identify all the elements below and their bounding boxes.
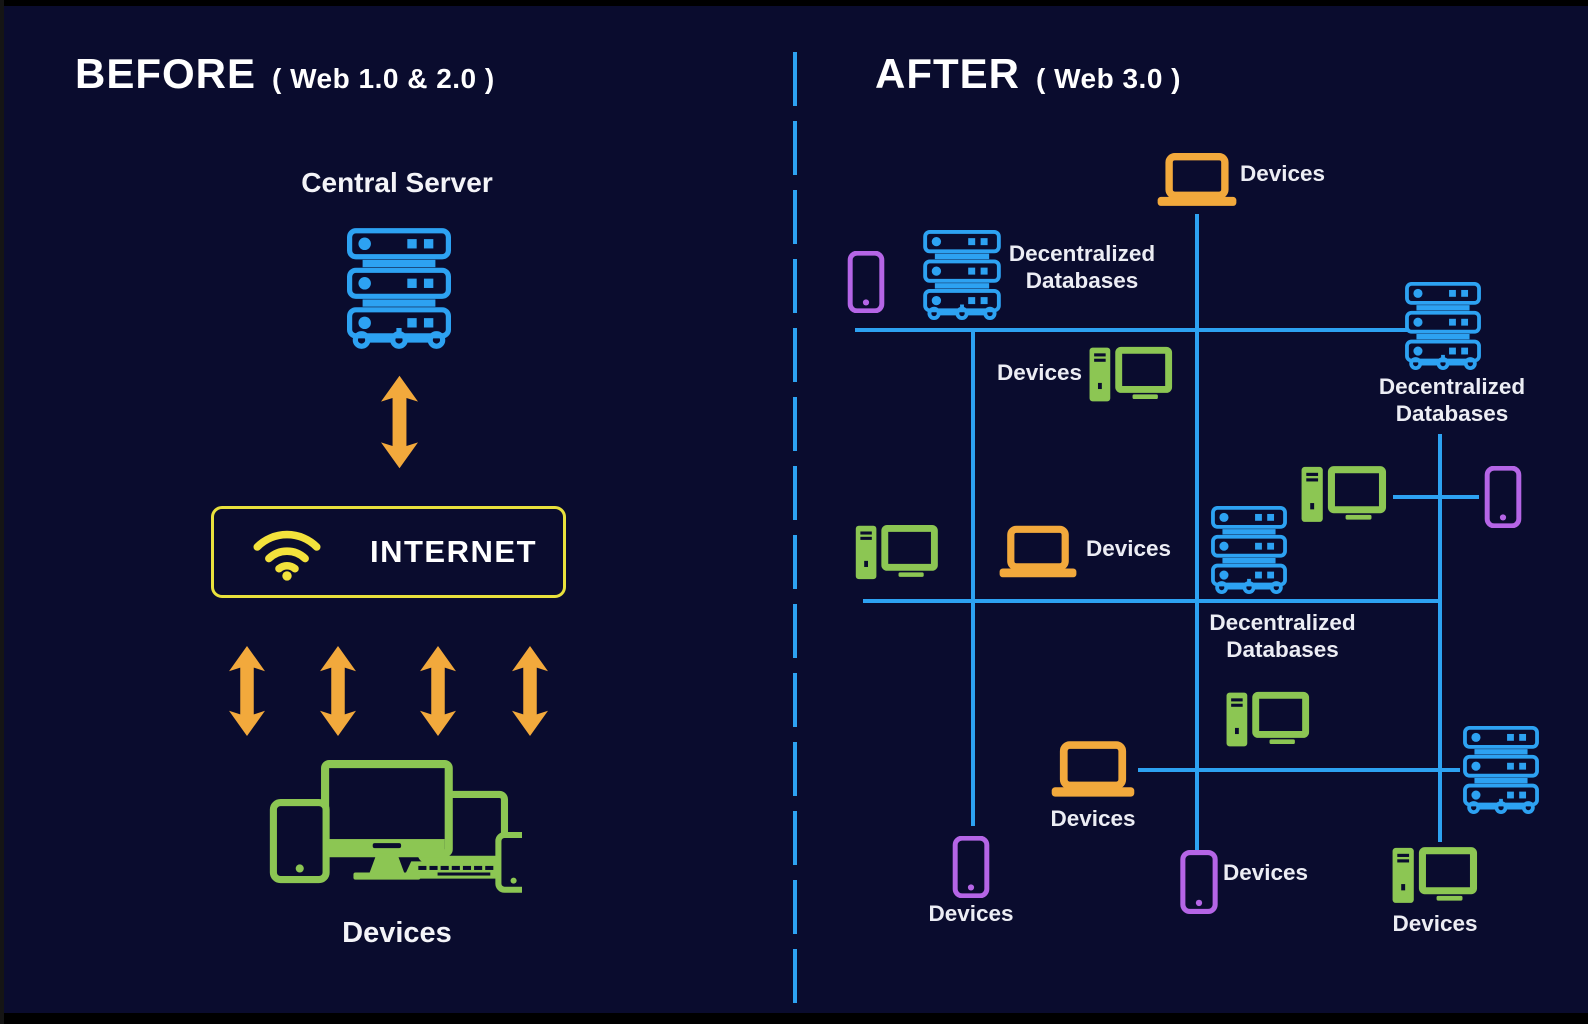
- node-label: Devices: [1086, 536, 1172, 561]
- node-label: Devices: [928, 901, 1014, 926]
- smartphone-icon: [843, 251, 889, 313]
- node-label: Devices: [1223, 860, 1309, 885]
- server-icon: [923, 230, 1001, 320]
- bottom-black-edge: [0, 1013, 1588, 1024]
- left-black-edge: [0, 0, 4, 1024]
- double-arrow-icon: [512, 644, 548, 738]
- smartphone-icon: [1180, 850, 1218, 914]
- top-black-edge: [0, 0, 1588, 6]
- internet-box: INTERNET: [211, 506, 566, 598]
- double-arrow-icon: [229, 644, 265, 738]
- connection-line-v1: [971, 330, 975, 826]
- before-title-main: BEFORE: [75, 50, 257, 97]
- connection-line-h3: [1138, 768, 1460, 772]
- internet-label: INTERNET: [370, 534, 537, 569]
- node-label: Decentralized Databases: [1008, 241, 1156, 293]
- before-title-sub: ( Web 1.0 & 2.0 ): [272, 63, 495, 94]
- double-arrow-icon: [320, 644, 356, 738]
- desktop-pc-icon: [1088, 346, 1174, 406]
- desktop-pc-icon: [1391, 846, 1479, 908]
- node-label: Decentralized Databases: [1378, 374, 1526, 426]
- node-label: Decentralized Databases: [1209, 610, 1356, 662]
- node-label: Devices: [997, 360, 1083, 385]
- wifi-icon: [250, 523, 324, 581]
- laptop-icon: [998, 524, 1078, 581]
- after-title-main: AFTER: [875, 50, 1020, 97]
- before-devices-label: Devices: [342, 917, 452, 949]
- central-server-label: Central Server: [301, 167, 493, 198]
- node-label: Devices: [1050, 806, 1136, 831]
- desktop-pc-icon: [1300, 466, 1388, 526]
- connection-line-h1: [855, 328, 1408, 332]
- double-arrow-icon: [420, 644, 456, 738]
- double-arrow-icon: [381, 374, 418, 470]
- connection-line-v2: [1195, 214, 1199, 852]
- server-icon: [1209, 506, 1289, 594]
- smartphone-icon: [1483, 466, 1523, 528]
- smartphone-icon: [951, 836, 991, 898]
- connection-line-v3: [1438, 434, 1442, 842]
- connection-line-h4: [1393, 495, 1479, 499]
- divider-dashed-line: [793, 52, 797, 1010]
- laptop-icon: [1050, 740, 1136, 800]
- devices-cluster-icon: [266, 760, 522, 910]
- node-label: Devices: [1392, 911, 1478, 936]
- connection-line-h2: [863, 599, 1442, 603]
- before-title: BEFORE ( Web 1.0 & 2.0 ): [75, 50, 495, 98]
- desktop-pc-icon: [853, 525, 941, 583]
- after-title: AFTER ( Web 3.0 ): [875, 50, 1181, 98]
- node-label: Devices: [1240, 161, 1326, 186]
- server-icon: [1462, 726, 1540, 814]
- central-server-icon: [347, 228, 451, 349]
- desktop-pc-icon: [1225, 691, 1311, 751]
- after-title-sub: ( Web 3.0 ): [1036, 63, 1182, 94]
- server-icon: [1405, 282, 1481, 370]
- laptop-icon: [1156, 152, 1238, 209]
